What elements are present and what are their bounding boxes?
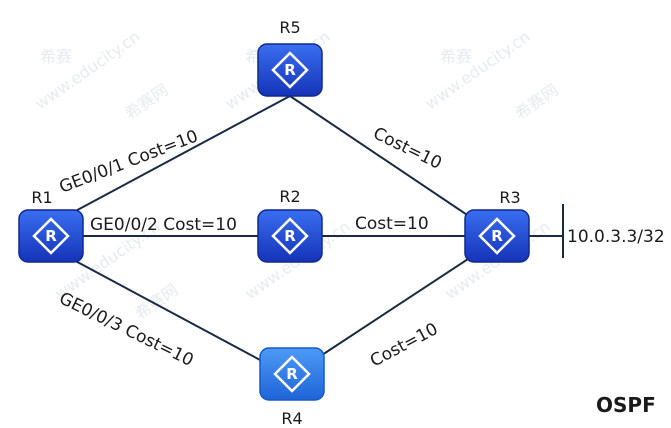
svg-text:R: R xyxy=(491,227,503,245)
router-r4[interactable]: R xyxy=(259,347,325,401)
router-r2[interactable]: R xyxy=(257,209,323,263)
watermark: 希赛网 xyxy=(131,280,181,323)
router-label-r5: R5 xyxy=(279,18,300,37)
svg-text:R: R xyxy=(286,365,298,383)
link-r4-r3 xyxy=(289,239,498,377)
link-r5-r3 xyxy=(289,95,498,236)
link-label-r2-r3: Cost=10 xyxy=(355,214,429,234)
link-label-r1-r5: GE0/0/1 Cost=10 xyxy=(57,126,201,197)
watermark: 希赛网 xyxy=(511,80,561,123)
link-label-r1-r4: GE0/0/3 Cost=10 xyxy=(56,289,197,371)
link-label-r4-r3: Cost=10 xyxy=(367,319,441,371)
router-label-r3: R3 xyxy=(499,188,520,207)
router-icon: R xyxy=(273,355,311,393)
router-icon: R xyxy=(271,51,309,89)
link-label-r5-r3: Cost=10 xyxy=(370,124,445,174)
link-label-r1-r2: GE0/0/2 Cost=10 xyxy=(90,215,237,235)
router-label-r4: R4 xyxy=(281,409,302,428)
router-label-r2: R2 xyxy=(279,187,300,206)
watermark: www.educity.cn xyxy=(31,27,143,114)
svg-text:R: R xyxy=(284,227,296,245)
router-r5[interactable]: R xyxy=(257,43,323,97)
svg-text:R: R xyxy=(284,61,296,79)
router-icon: R xyxy=(271,217,309,255)
svg-text:R: R xyxy=(45,227,57,245)
router-r3[interactable]: R xyxy=(464,209,530,263)
watermark: 希赛 xyxy=(40,47,72,66)
link-r1-r5 xyxy=(54,95,291,223)
router-icon: R xyxy=(32,217,70,255)
watermark: 希赛网 xyxy=(121,80,171,123)
links-layer xyxy=(54,95,564,377)
router-label-r1: R1 xyxy=(31,188,52,207)
watermark: www.educity.cn xyxy=(421,27,533,114)
router-r1[interactable]: R xyxy=(18,209,84,263)
link-r1-r4 xyxy=(54,249,291,377)
diagram-title: OSPF xyxy=(596,393,656,417)
watermark: 希赛 xyxy=(440,47,472,66)
router-icon: R xyxy=(478,217,516,255)
stub-network-label: 10.0.3.3/32 xyxy=(567,227,665,247)
